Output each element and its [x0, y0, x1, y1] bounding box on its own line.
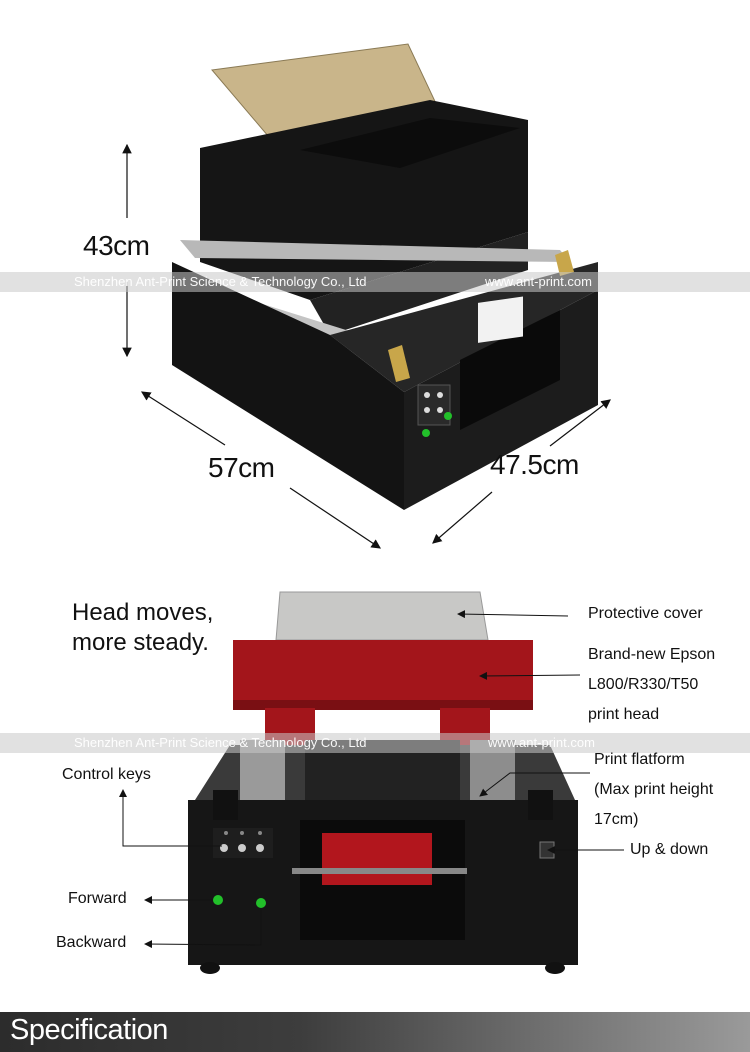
arrow-backward — [144, 910, 262, 949]
width-dimension-label: 57cm — [208, 452, 275, 483]
forward-green-button — [213, 895, 223, 905]
backward-green-button — [256, 898, 266, 908]
callout-up-down: Up & down — [630, 841, 709, 858]
callout-platform-line-1: Print flatform — [594, 751, 685, 768]
specification-bar: Specification — [0, 1012, 750, 1052]
headline: Head moves, more steady. — [72, 598, 213, 658]
top-control-panel — [417, 384, 451, 426]
arrow-print-head — [479, 671, 581, 680]
watermark-band-bottom — [0, 733, 750, 753]
watermark-company-bottom: Shenzhen Ant-Print Science & Technology … — [74, 735, 367, 750]
arrow-control-keys — [119, 789, 222, 847]
watermark-site-bottom: www.ant-print.com — [488, 735, 595, 750]
top-base — [172, 262, 404, 510]
arrow-print-platform — [479, 772, 590, 797]
bottom-red-housing — [233, 640, 533, 708]
depth-dimension-label: 47.5cm — [490, 449, 579, 480]
depth-arrow-up — [549, 399, 611, 447]
callout-print-platform: Print flatform (Max print height 17cm) — [594, 745, 713, 835]
callout-forward: Forward — [68, 890, 127, 907]
bottom-cover — [275, 591, 489, 641]
watermark-site-top: www.ant-print.com — [485, 274, 592, 289]
callout-protective-cover: Protective cover — [588, 605, 703, 622]
callout-print-head-line-3: print head — [588, 706, 660, 723]
callout-print-head-line-2: L800/R330/T50 — [588, 676, 699, 693]
callout-print-head-line-1: Brand-new Epson — [588, 646, 716, 663]
callout-backward: Backward — [56, 934, 127, 951]
arrow-protective-cover — [457, 610, 569, 619]
headline-line-2: more steady. — [72, 629, 209, 656]
height-dimension-label: 43cm — [83, 230, 150, 261]
width-arrow-right — [289, 487, 381, 549]
callout-control-keys: Control keys — [62, 766, 151, 783]
callout-platform-line-3: 17cm) — [594, 811, 639, 828]
callout-print-head: Brand-new Epson L800/R330/T50 print head — [588, 640, 715, 730]
watermark-company-top: Shenzhen Ant-Print Science & Technology … — [74, 274, 367, 289]
bottom-red-platform — [322, 833, 432, 885]
headline-line-1: Head moves, — [72, 599, 214, 626]
bottom-printer-image — [188, 591, 578, 974]
specification-title: Specification — [10, 1014, 168, 1046]
width-arrow-left — [140, 391, 226, 446]
depth-arrow-down — [432, 491, 493, 544]
watermark-band-top — [0, 272, 750, 292]
top-green-button — [422, 429, 430, 437]
top-rail — [180, 240, 570, 262]
callout-platform-line-2: (Max print height — [594, 781, 714, 798]
